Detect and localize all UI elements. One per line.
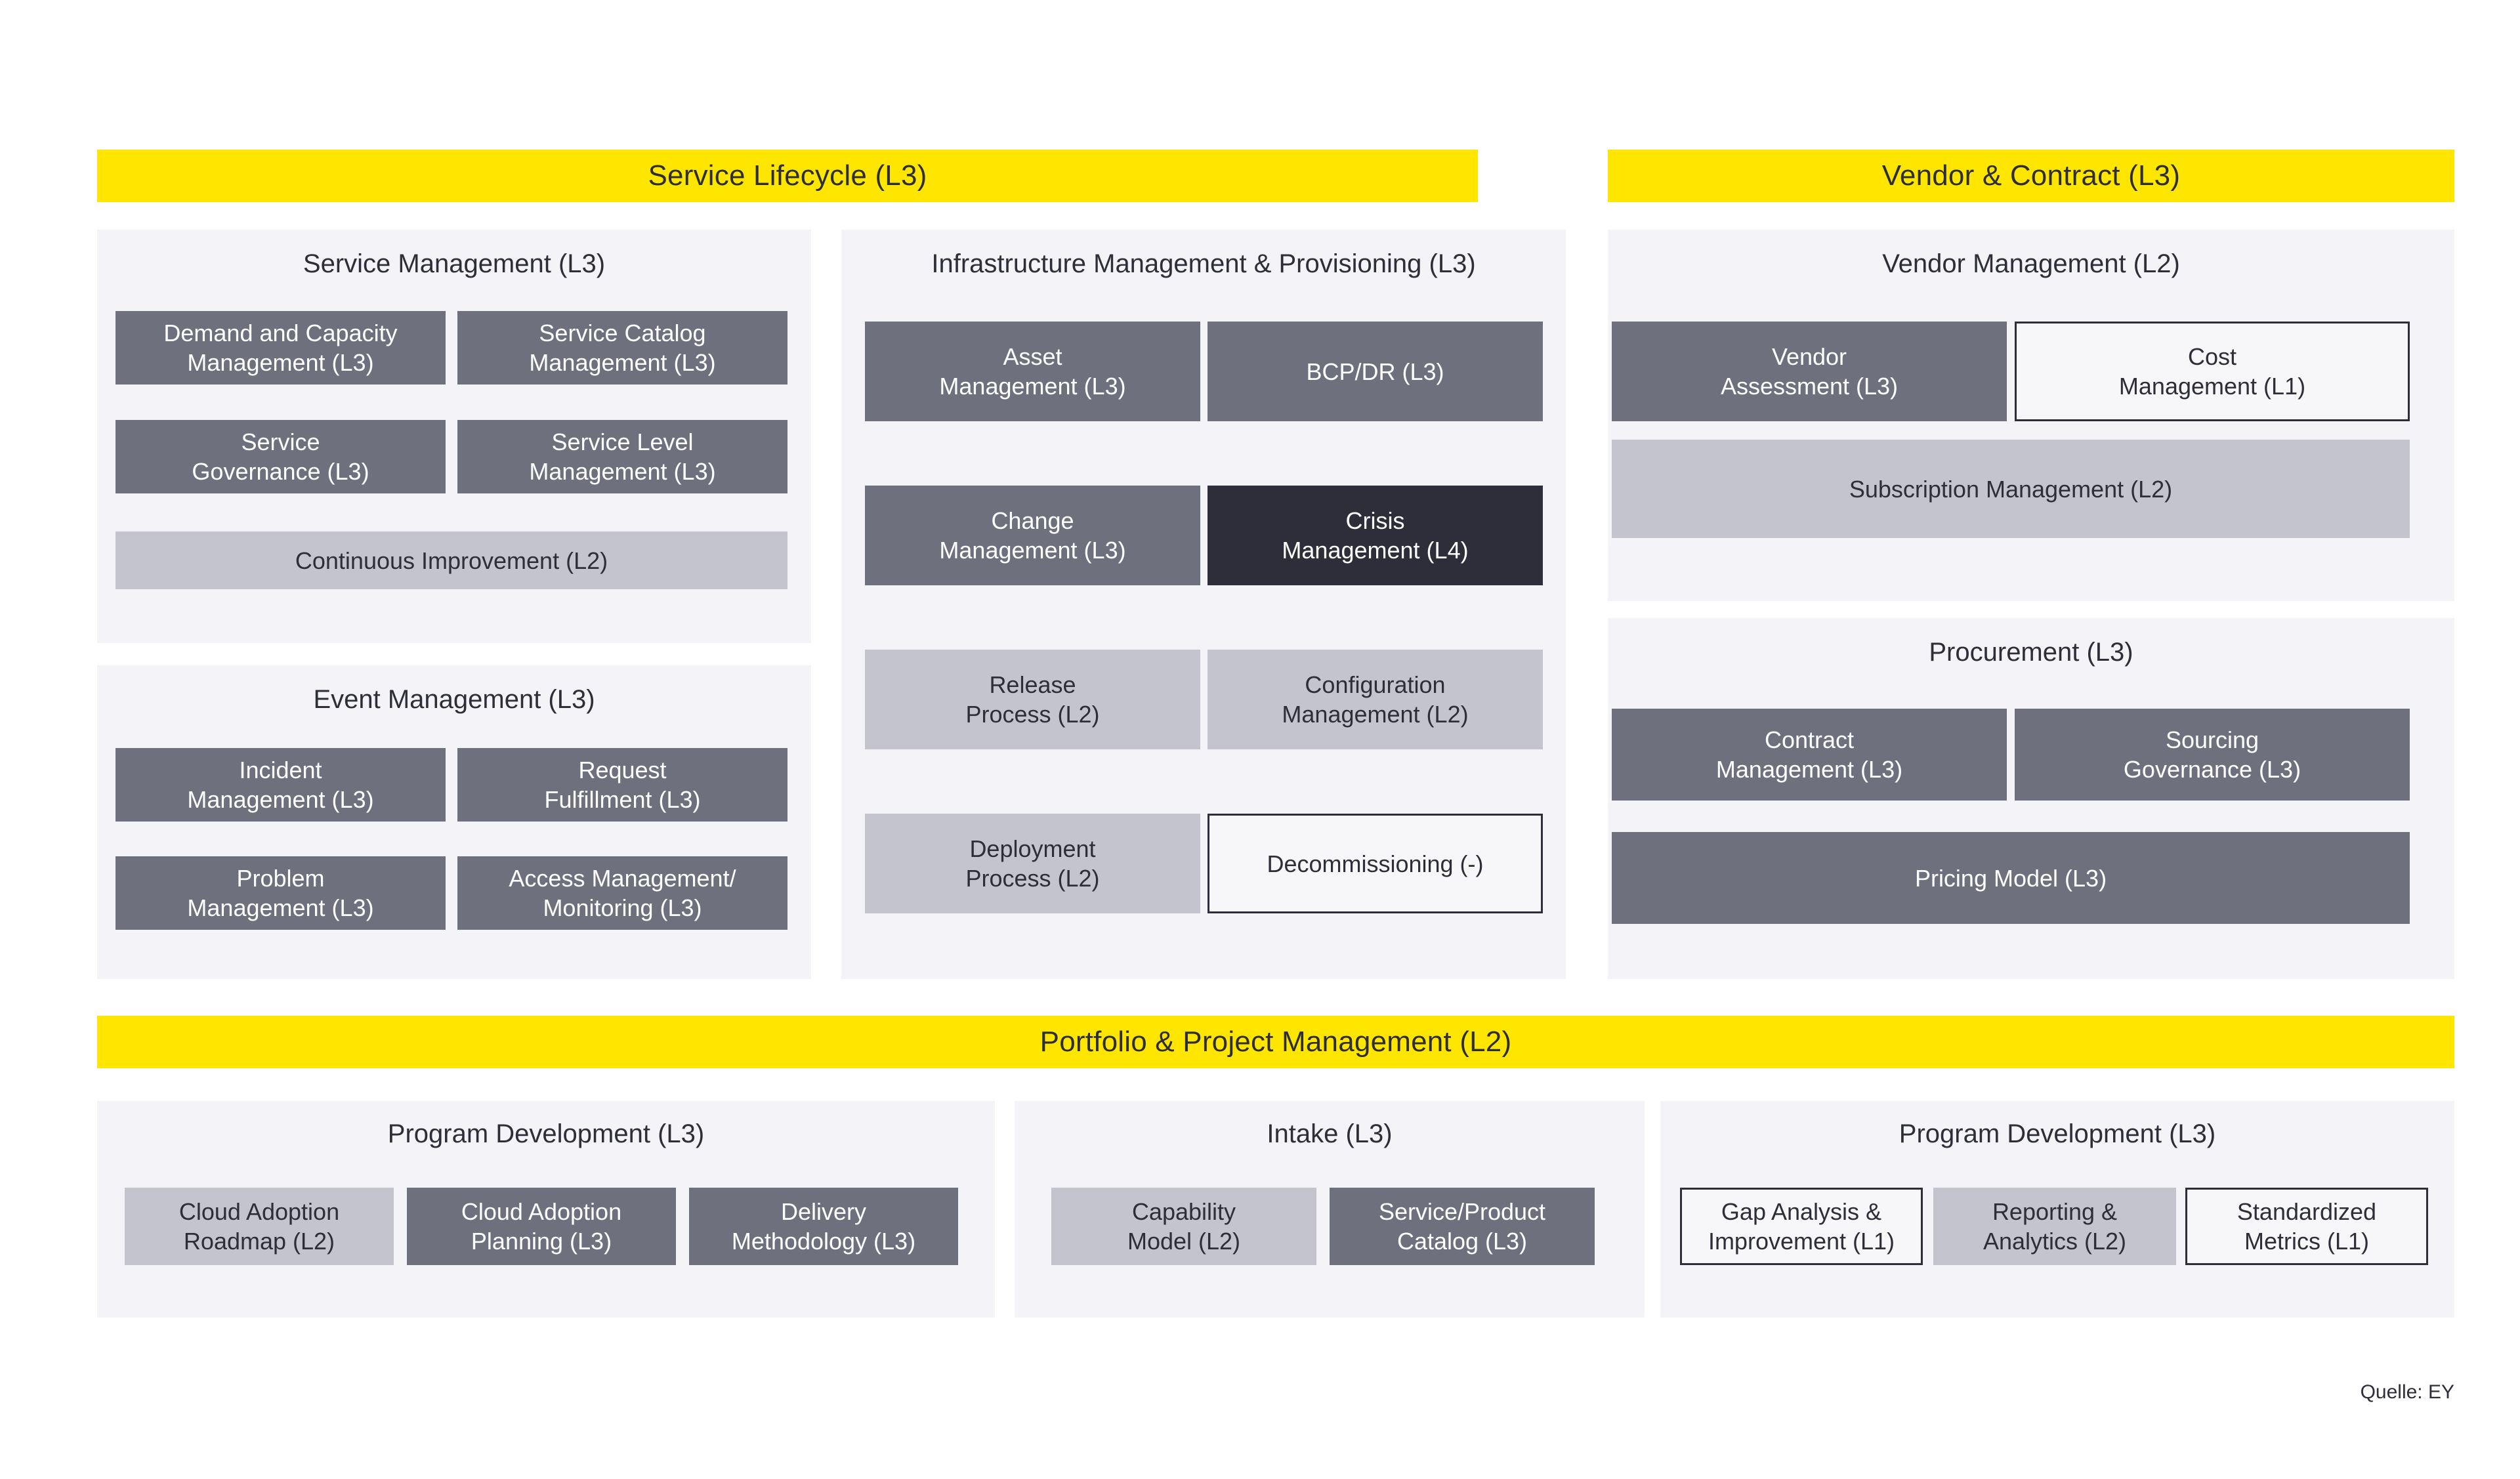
source-note: Quelle: EY: [2360, 1381, 2454, 1403]
tile-reporting-analytics[interactable]: Reporting & Analytics (L2): [1933, 1188, 2176, 1265]
tile-service-level-management[interactable]: Service Level Management (L3): [457, 420, 788, 493]
tile-sourcing-governance[interactable]: Sourcing Governance (L3): [2015, 709, 2410, 801]
tile-vendor-assessment[interactable]: Vendor Assessment (L3): [1612, 322, 2007, 421]
tile-service-product-catalog[interactable]: Service/Product Catalog (L3): [1330, 1188, 1595, 1265]
panel-program-development-right-title: Program Development (L3): [1899, 1119, 2216, 1148]
tile-cloud-adoption-planning[interactable]: Cloud Adoption Planning (L3): [407, 1188, 676, 1265]
tile-access-management-monitoring[interactable]: Access Management/ Monitoring (L3): [457, 856, 788, 930]
panel-program-development-left-title: Program Development (L3): [387, 1119, 705, 1148]
tile-subscription-management[interactable]: Subscription Management (L2): [1612, 440, 2410, 538]
tile-gap-analysis-improvement[interactable]: Gap Analysis & Improvement (L1): [1680, 1188, 1923, 1265]
banner-service-lifecycle-label: Service Lifecycle (L3): [648, 159, 927, 192]
tile-deployment-process[interactable]: Deployment Process (L2): [865, 814, 1200, 913]
panel-event-management: Event Management (L3): [97, 665, 811, 979]
tile-problem-management[interactable]: Problem Management (L3): [116, 856, 446, 930]
panel-event-management-title: Event Management (L3): [313, 685, 595, 714]
panel-infrastructure-management-title: Infrastructure Management & Provisioning…: [931, 249, 1476, 278]
tile-cost-management[interactable]: Cost Management (L1): [2015, 322, 2410, 421]
tile-asset-management[interactable]: Asset Management (L3): [865, 322, 1200, 421]
tile-request-fulfillment[interactable]: Request Fulfillment (L3): [457, 748, 788, 822]
panel-intake-title: Intake (L3): [1267, 1119, 1393, 1148]
tile-cloud-adoption-roadmap[interactable]: Cloud Adoption Roadmap (L2): [125, 1188, 394, 1265]
banner-portfolio-project-label: Portfolio & Project Management (L2): [1040, 1026, 1512, 1058]
tile-capability-model[interactable]: Capability Model (L2): [1051, 1188, 1316, 1265]
panel-vendor-management-title: Vendor Management (L2): [1882, 249, 2180, 278]
banner-vendor-contract: Vendor & Contract (L3): [1608, 150, 2454, 202]
panel-service-management-title: Service Management (L3): [303, 249, 606, 278]
banner-service-lifecycle: Service Lifecycle (L3): [97, 150, 1478, 202]
tile-pricing-model[interactable]: Pricing Model (L3): [1612, 832, 2410, 924]
panel-procurement-title: Procurement (L3): [1929, 638, 2133, 667]
tile-configuration-management[interactable]: Configuration Management (L2): [1208, 650, 1543, 749]
tile-demand-and-capacity-management[interactable]: Demand and Capacity Management (L3): [116, 311, 446, 385]
tile-delivery-methodology[interactable]: Delivery Methodology (L3): [689, 1188, 958, 1265]
tile-change-management[interactable]: Change Management (L3): [865, 486, 1200, 585]
tile-service-catalog-management[interactable]: Service Catalog Management (L3): [457, 311, 788, 385]
banner-portfolio-project-management: Portfolio & Project Management (L2): [97, 1016, 2454, 1068]
tile-decommissioning[interactable]: Decommissioning (-): [1208, 814, 1543, 913]
tile-service-governance[interactable]: Service Governance (L3): [116, 420, 446, 493]
tile-bcp-dr[interactable]: BCP/DR (L3): [1208, 322, 1543, 421]
tile-release-process[interactable]: Release Process (L2): [865, 650, 1200, 749]
banner-vendor-contract-label: Vendor & Contract (L3): [1881, 159, 2181, 192]
tile-contract-management[interactable]: Contract Management (L3): [1612, 709, 2007, 801]
tile-crisis-management[interactable]: Crisis Management (L4): [1208, 486, 1543, 585]
tile-incident-management[interactable]: Incident Management (L3): [116, 748, 446, 822]
tile-continuous-improvement[interactable]: Continuous Improvement (L2): [116, 531, 788, 589]
tile-standardized-metrics[interactable]: Standardized Metrics (L1): [2185, 1188, 2428, 1265]
